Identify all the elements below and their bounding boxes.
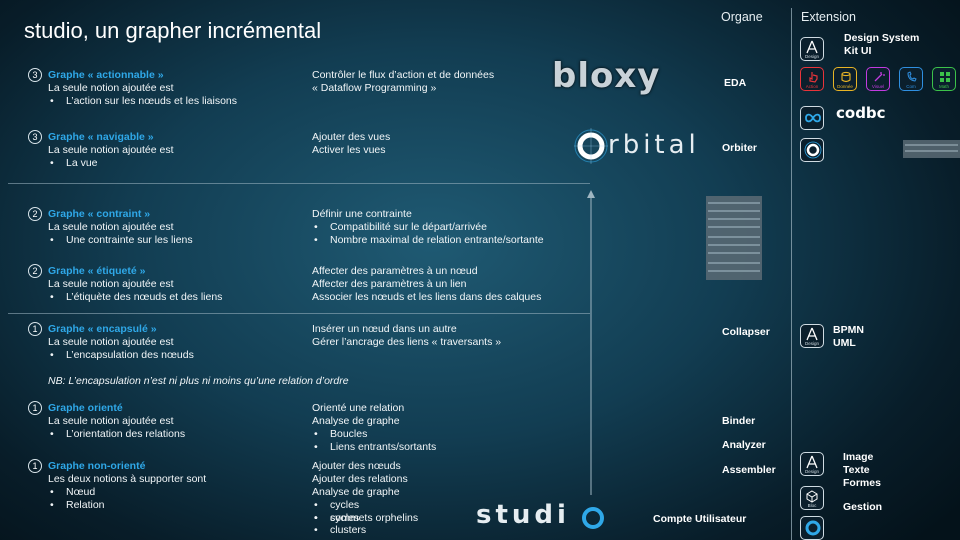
orbit-icon[interactable]: [800, 138, 824, 162]
ext-formes: Formes: [843, 477, 881, 489]
level-badge: 1: [28, 459, 42, 473]
right-bullet: cycles: [314, 499, 359, 511]
organ-orbiter: Orbiter: [722, 142, 758, 154]
section-title-contraint: Graphe « contraint »: [48, 208, 151, 220]
studio-logo: studi: [476, 500, 570, 530]
design-icon[interactable]: Design: [800, 324, 824, 348]
right-bullet: Compatibilité sur le départ/arrivée: [314, 221, 487, 233]
right-line: Affecter des paramètres à un nœud: [312, 265, 478, 277]
section-bullet: La vue: [50, 157, 97, 169]
organ-compte-utilisateur: Compte Utilisateur: [653, 513, 747, 525]
right-line: « Dataflow Programming »: [312, 82, 437, 94]
ext-image: Image: [843, 451, 874, 463]
level-badge: 2: [28, 264, 42, 278]
section-bullet: L’orientation des relations: [50, 428, 185, 440]
level-badge: 1: [28, 322, 42, 336]
section-title-encapsule: Graphe « encapsulé »: [48, 323, 157, 335]
organ-collapser: Collapser: [722, 326, 770, 338]
right-line: Orienté une relation: [312, 402, 405, 414]
section-bullet: Relation: [50, 499, 104, 511]
section-title-actionnable: Graphe « actionnable »: [48, 69, 164, 81]
screenshot-thumbnail: [706, 196, 762, 280]
design-icon[interactable]: Design: [800, 452, 824, 476]
right-bullet: clusters: [314, 524, 366, 536]
right-line: Contrôler le flux d’action et de données: [312, 69, 495, 81]
section-line: La seule notion ajoutée est: [48, 415, 174, 427]
section-bullet: L’action sur les nœuds et les liaisons: [50, 95, 237, 107]
divider-level-3: [8, 183, 590, 184]
section-bullet: Une contrainte sur les liens: [50, 234, 193, 246]
section-line: La seule notion ajoutée est: [48, 144, 174, 156]
level-badge: 3: [28, 130, 42, 144]
right-line: Ajouter des nœuds: [312, 460, 401, 472]
com-icon[interactable]: Com: [899, 67, 923, 91]
organ-binder: Binder: [722, 415, 756, 427]
right-line: Insérer un nœud dans un autre: [312, 323, 457, 335]
section-title-etiquete: Graphe « étiqueté »: [48, 265, 146, 277]
level-badge: 2: [28, 207, 42, 221]
right-line: Définir une contrainte: [312, 208, 412, 220]
right-line: Ajouter des relations: [312, 473, 408, 485]
section-bullet: Nœud: [50, 486, 95, 498]
level-badge: 3: [28, 68, 42, 82]
ext-bpmn: BPMN: [833, 324, 864, 336]
right-line: Analyse de graphe: [312, 415, 400, 427]
ext-kit-ui: Kit UI: [844, 45, 872, 57]
right-bullet: Nombre maximal de relation entrante/sort…: [314, 234, 544, 246]
donnee-icon[interactable]: Donnée: [833, 67, 857, 91]
right-line: Activer les vues: [312, 144, 386, 156]
progression-arrow: [587, 190, 595, 495]
orbital-logo-mark: [574, 128, 608, 164]
level-badge: 1: [28, 401, 42, 415]
right-line: Affecter des paramètres à un lien: [312, 278, 467, 290]
math-icon[interactable]: Math: [932, 67, 956, 91]
bloc-icon[interactable]: Bloc: [800, 486, 824, 510]
divider-level-2: [8, 313, 590, 314]
section-line: La seule notion ajoutée est: [48, 336, 174, 348]
orbit-icon[interactable]: [800, 516, 824, 540]
right-line: Ajouter des vues: [312, 131, 391, 143]
right-line: Analyse de graphe: [312, 486, 400, 498]
page-title: studio, un grapher incrémental: [24, 18, 322, 43]
design-icon[interactable]: Design: [800, 37, 824, 61]
ext-gestion: Gestion: [843, 501, 883, 513]
action-icon[interactable]: Action: [800, 67, 824, 91]
section-line: La seule notion ajoutée est: [48, 221, 174, 233]
bloxy-logo: bloxy: [552, 56, 661, 96]
organ-assembler: Assembler: [722, 464, 776, 476]
studio-logo-o: [582, 507, 604, 529]
right-line: Gérer l’ancrage des liens « traversants …: [312, 336, 502, 348]
right-bullet: Liens entrants/sortants: [314, 441, 436, 453]
codbc-logo: codbc: [836, 104, 886, 122]
organ-eda: EDA: [724, 77, 747, 89]
section-title-oriente: Graphe orienté: [48, 402, 123, 414]
screenshot-thumbnail: [903, 140, 960, 158]
extension-header: Extension: [801, 10, 856, 24]
section-title-non-oriente: Graphe non-orienté: [48, 460, 146, 472]
organ-analyzer: Analyzer: [722, 439, 766, 451]
infinity-icon[interactable]: [800, 106, 824, 130]
ext-texte: Texte: [843, 464, 870, 476]
right-bullet: Boucles: [314, 428, 368, 440]
column-divider-vertical: [791, 8, 792, 540]
visuel-icon[interactable]: Visuel: [866, 67, 890, 91]
organe-header: Organe: [721, 10, 763, 24]
orbital-logo: rbital: [608, 130, 700, 160]
section-title-navigable: Graphe « navigable »: [48, 131, 154, 143]
section-line: La seule notion ajoutée est: [48, 278, 174, 290]
section-bullet: L’encapsulation des nœuds: [50, 349, 194, 361]
right-bullet: sommets orphelins: [314, 512, 418, 524]
ext-design-system: Design System: [844, 32, 920, 44]
encapsulation-note: NB: L’encapsulation n’est ni plus ni moi…: [48, 375, 349, 387]
section-line: Les deux notions à supporter sont: [48, 473, 207, 485]
right-line: Associer les nœuds et les liens dans des…: [312, 291, 542, 303]
ext-uml: UML: [833, 337, 856, 349]
section-bullet: L’étiquète des nœuds et des liens: [50, 291, 222, 303]
section-line: La seule notion ajoutée est: [48, 82, 174, 94]
